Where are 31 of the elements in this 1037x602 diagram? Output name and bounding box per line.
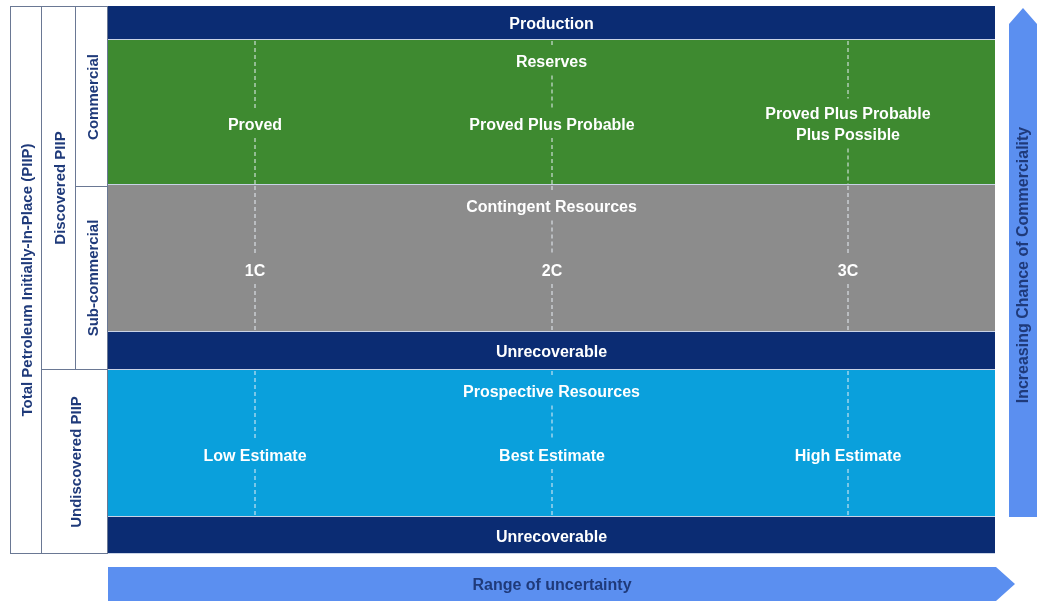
category-label: Sub-commercial: [83, 219, 100, 337]
axis-label: Increasing Chance of Commerciality: [1014, 126, 1032, 404]
category-band: [108, 370, 995, 517]
category-band: [108, 6, 995, 40]
band-title: Reserves: [515, 51, 588, 72]
estimate-label: Best Estimate: [498, 445, 606, 465]
band-title: Production: [509, 13, 594, 34]
band-title: Unrecoverable: [495, 526, 608, 546]
category-label: Undiscovered PIIP: [66, 395, 83, 528]
band-title: Contingent Resources: [466, 196, 637, 217]
category-band: [108, 40, 995, 185]
estimate-label: Proved: [226, 114, 284, 134]
estimate-label: High Estimate: [793, 445, 903, 465]
estimate-label: Proved Plus Probable: [468, 114, 636, 134]
category-cell: [10, 6, 42, 554]
category-label: Discovered PIIP: [50, 131, 67, 245]
category-band: [108, 517, 995, 554]
category-cell: [41, 369, 108, 554]
category-label: Total Petroleum Initially-In-Place (PIIP): [17, 143, 35, 417]
category-label: Commercial: [83, 53, 100, 140]
band-title: Unrecoverable: [495, 341, 608, 362]
estimate-label: Proved Plus Probable Plus Possible: [764, 103, 932, 145]
category-band: [108, 185, 995, 332]
axis-label: Range of uncertainty: [472, 576, 632, 594]
estimate-label: 2C: [540, 260, 564, 280]
estimate-label: Low Estimate: [202, 445, 308, 465]
category-cell: [75, 6, 108, 187]
estimate-label: 1C: [243, 260, 267, 280]
band-title: Prospective Resources: [463, 381, 640, 402]
category-band: [108, 332, 995, 370]
estimate-label: 3C: [836, 260, 860, 280]
